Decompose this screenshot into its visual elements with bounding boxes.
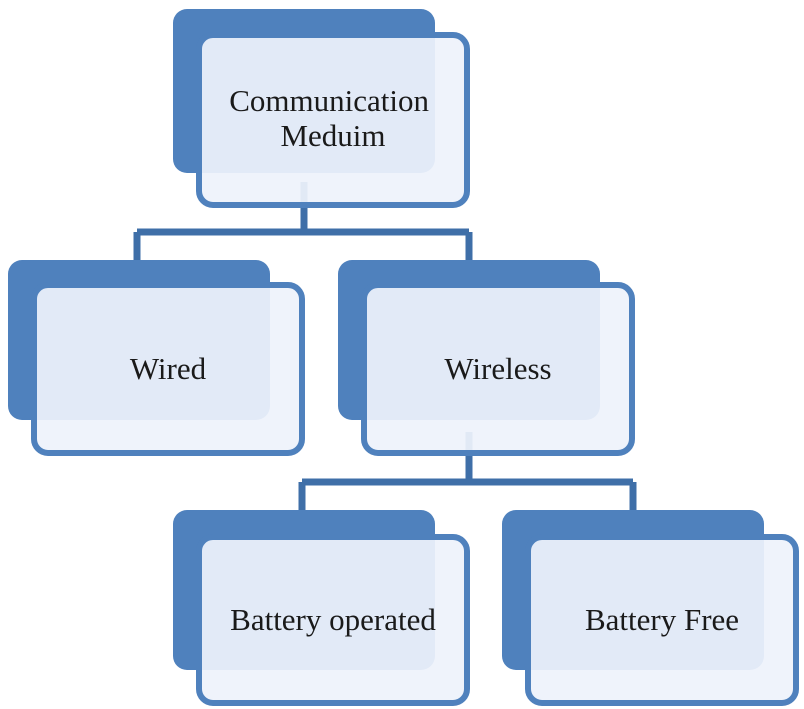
battery-operated-label: Battery operated	[230, 602, 436, 637]
connector-wireless-to-level2	[298, 432, 637, 510]
node-box	[525, 534, 799, 706]
root-label-line2: Meduim	[280, 118, 385, 153]
wireless-label: Wireless	[444, 351, 551, 386]
node-box	[196, 32, 470, 208]
node-battery-free: Battery Free	[502, 510, 799, 706]
node-box	[31, 282, 305, 456]
wired-label: Wired	[130, 351, 207, 386]
node-battery-operated: Battery operated	[173, 510, 470, 706]
node-communication-medium: Communication Meduim	[173, 9, 470, 208]
node-wireless: Wireless	[338, 260, 635, 456]
battery-free-label: Battery Free	[585, 602, 739, 637]
node-box	[361, 282, 635, 456]
node-wired: Wired	[8, 260, 305, 456]
node-box	[196, 534, 470, 706]
root-label-line1: Communication	[229, 83, 429, 118]
svg-text:Communication Meduim: Communication Meduim	[229, 83, 437, 153]
